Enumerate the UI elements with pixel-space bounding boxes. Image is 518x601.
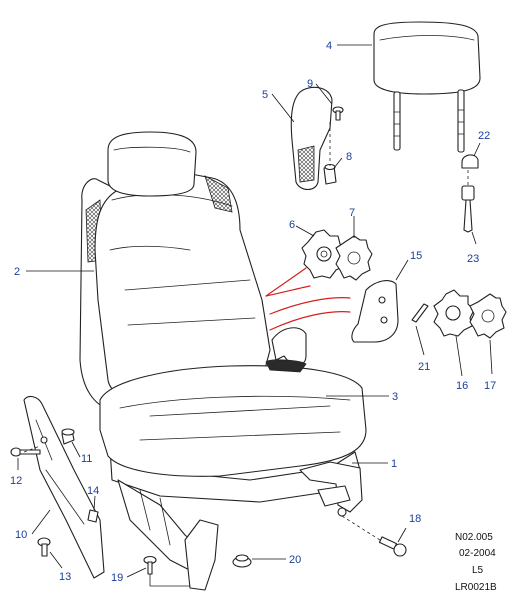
seat-frame-part xyxy=(109,447,363,591)
callout-2: 2 xyxy=(14,266,20,278)
screw-13-part xyxy=(37,537,51,557)
reference-code: N02.005 xyxy=(455,532,493,543)
callout-23: 23 xyxy=(467,253,479,265)
callout-9: 9 xyxy=(307,78,313,90)
reference-drawing-id: LR0021B xyxy=(455,582,497,593)
clip-14-part xyxy=(87,509,99,523)
knob-6-part xyxy=(301,229,347,279)
callout-17: 17 xyxy=(484,380,496,392)
clip-part xyxy=(323,163,337,185)
callout-21: 21 xyxy=(418,361,430,373)
recliner-plate-part xyxy=(351,280,399,343)
callout-1: 1 xyxy=(391,458,397,470)
seat-back-part xyxy=(79,131,307,411)
screw-9-part xyxy=(332,106,344,121)
callout-14: 14 xyxy=(87,485,99,497)
callout-5: 5 xyxy=(262,89,268,101)
seat-cushion-part xyxy=(99,359,367,477)
side-trim-part xyxy=(290,86,333,191)
clip-11-part xyxy=(61,428,75,445)
assembly-lines xyxy=(23,122,469,587)
cap-part xyxy=(461,154,479,169)
callout-22: 22 xyxy=(478,130,490,142)
leader-lines xyxy=(17,44,493,578)
callout-7: 7 xyxy=(349,207,355,219)
callout-8: 8 xyxy=(346,151,352,163)
callout-16: 16 xyxy=(456,380,468,392)
callout-13: 13 xyxy=(59,571,71,583)
highlight-lines xyxy=(265,267,351,331)
nut-20-part xyxy=(232,554,252,568)
side-shield-part xyxy=(23,395,105,579)
pin-part xyxy=(411,303,429,323)
callout-10: 10 xyxy=(15,529,27,541)
callout-4: 4 xyxy=(326,40,332,52)
headrest-part xyxy=(373,21,481,153)
callout-6: 6 xyxy=(289,219,295,231)
callout-11: 11 xyxy=(81,453,92,465)
screw-19-part xyxy=(143,555,157,575)
knob-7-part xyxy=(335,235,373,281)
knob-16-part xyxy=(433,289,475,337)
callout-18: 18 xyxy=(409,513,421,525)
callout-20: 20 xyxy=(289,554,301,566)
callout-3: 3 xyxy=(392,391,398,403)
reference-block: N02.005 02-2004 L5 LR0021B xyxy=(455,532,497,593)
plunger-part xyxy=(461,185,475,233)
reference-level: L5 xyxy=(472,565,484,576)
reference-date: 02-2004 xyxy=(459,548,496,559)
callout-12: 12 xyxy=(10,475,22,487)
bolt-18-part xyxy=(378,536,407,557)
callout-19: 19 xyxy=(111,572,123,584)
callout-15: 15 xyxy=(410,250,422,262)
knob-17-part xyxy=(469,293,507,339)
callout-labels: 1 2 3 4 5 6 7 8 9 10 11 12 13 14 15 16 1… xyxy=(10,40,496,584)
